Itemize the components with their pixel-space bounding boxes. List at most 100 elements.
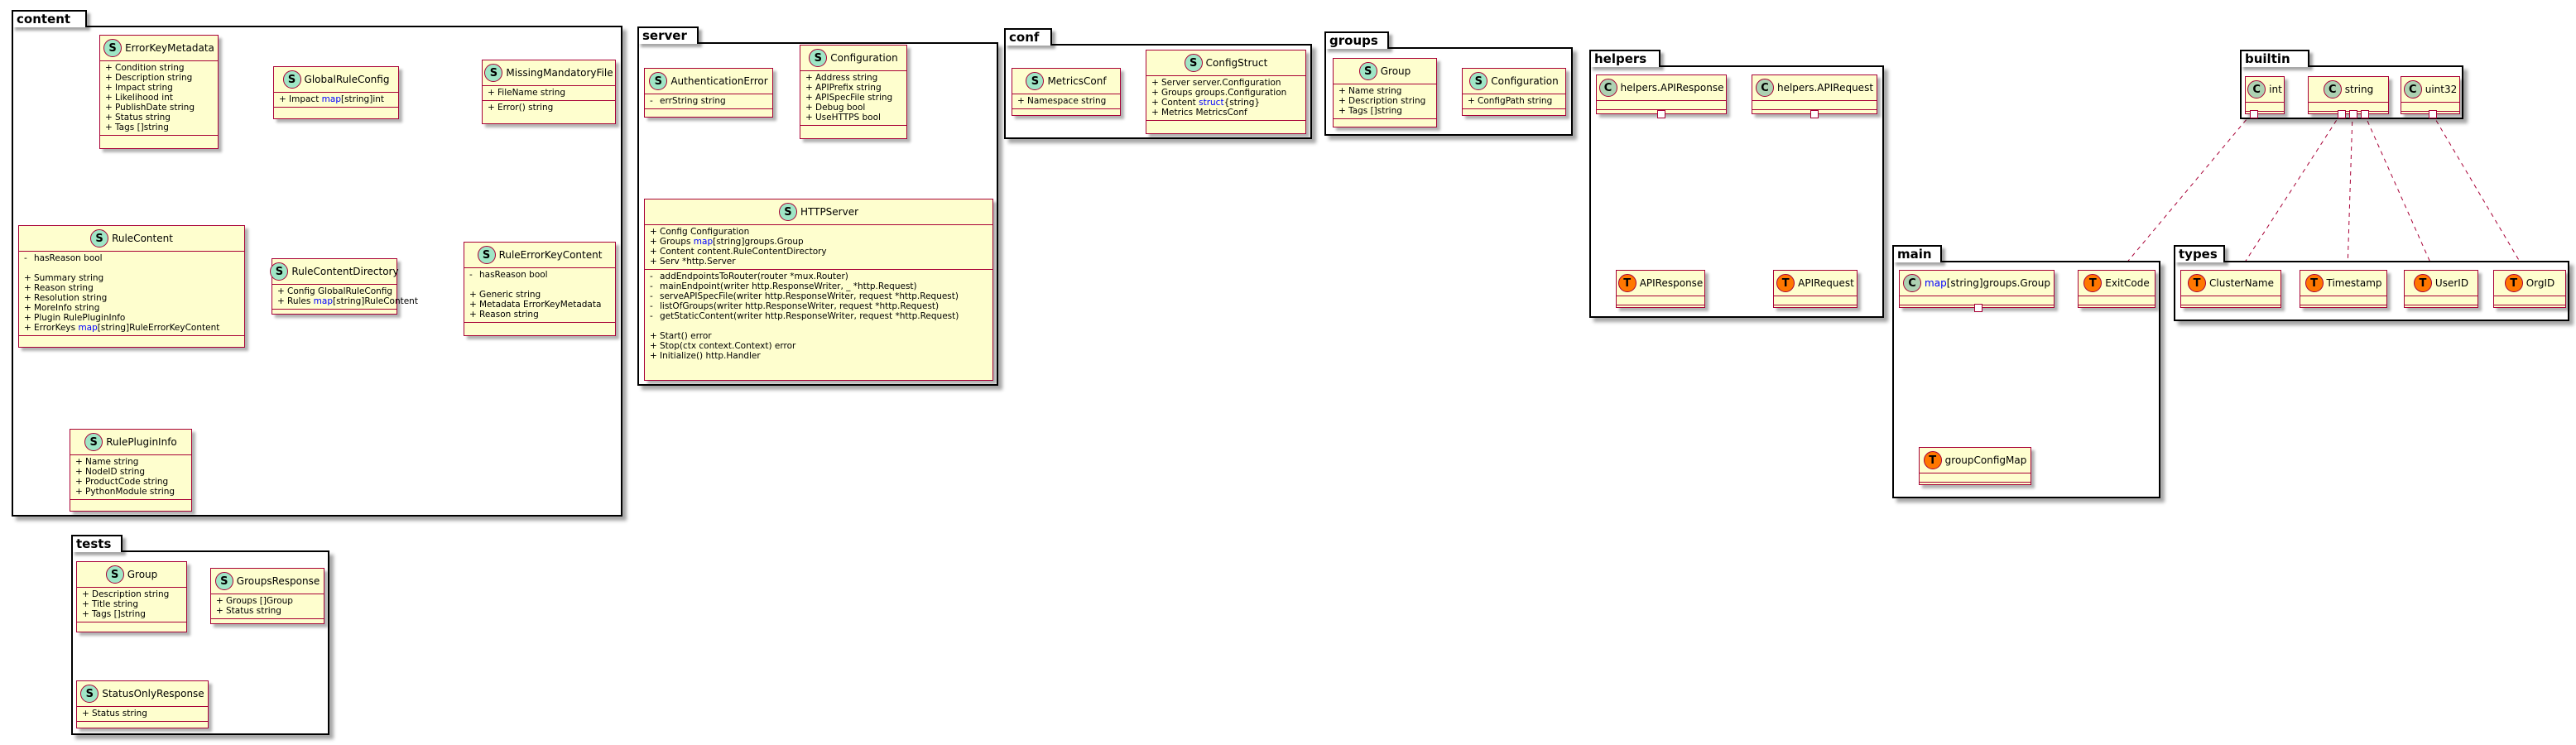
- dependency-line: [2431, 113, 2526, 271]
- type-badge-icon: T: [2083, 274, 2103, 292]
- member-text: Debug bool: [815, 103, 866, 113]
- visibility-marker: +: [216, 606, 223, 616]
- fields-section: +Condition string+Description string+Imp…: [100, 60, 218, 135]
- visibility-marker: +: [805, 93, 813, 103]
- member-text: Stop(ctx context.Context) error: [660, 341, 796, 351]
- member-row: -listOfGroups(writer http.ResponseWriter…: [650, 301, 988, 311]
- visibility-marker: +: [82, 609, 89, 619]
- visibility-marker: -: [650, 281, 653, 291]
- visibility-marker: +: [75, 477, 83, 487]
- member-row: +ProductCode string: [75, 477, 186, 487]
- member-text: Config Configuration: [660, 227, 750, 237]
- methods-section: [77, 721, 208, 730]
- methods-section: [2079, 305, 2155, 314]
- methods-section: [1012, 108, 1120, 118]
- struct-badge-icon: S: [80, 685, 99, 703]
- visibility-marker: +: [1338, 96, 1346, 106]
- fields-section: +FileName string: [483, 85, 615, 100]
- member-text: Likelihood int: [115, 93, 173, 103]
- methods-section: [1774, 305, 1857, 314]
- member-row: +Reason string: [24, 283, 239, 293]
- member-text: mainEndpoint(writer http.ResponseWriter,…: [660, 281, 917, 291]
- member-text: APISpecFile string: [815, 93, 893, 103]
- member-type: [string]RuleContent: [333, 296, 418, 306]
- member-text: Name string: [1348, 86, 1402, 96]
- struct-badge-icon: S: [1184, 54, 1203, 72]
- visibility-marker: +: [469, 290, 477, 300]
- visibility-marker: -: [650, 96, 653, 106]
- visibility-marker: +: [805, 73, 813, 83]
- class-name: int: [2269, 84, 2282, 95]
- methods-section: [2181, 305, 2280, 314]
- methods-section: +Error() string: [483, 100, 615, 115]
- connector-port: [1657, 110, 1665, 118]
- member-row: -hasReason bool: [24, 253, 239, 263]
- fields-section: [2401, 102, 2459, 111]
- member-name: Groups: [660, 237, 694, 247]
- member-row: -mainEndpoint(writer http.ResponseWriter…: [650, 281, 988, 291]
- visibility-marker: +: [105, 83, 113, 93]
- fields-section: [1597, 100, 1726, 109]
- fields-section: +Name string+NodeID string+ProductCode s…: [70, 454, 191, 499]
- member-row: +Serv *http.Server: [650, 257, 988, 267]
- member-spacer: [650, 321, 988, 331]
- member-text: Initialize() http.Handler: [660, 351, 761, 361]
- member-name: Impact: [289, 94, 322, 104]
- member-text: Name string: [85, 457, 139, 467]
- fields-section: -hasReason bool+Summary string+Reason st…: [19, 251, 244, 335]
- struct-badge-icon: S: [1026, 72, 1045, 90]
- class-name-keyword: map: [1925, 277, 1947, 289]
- member-type: [string]RuleErrorKeyContent: [97, 323, 220, 333]
- class-name: ConfigStruct: [1205, 57, 1268, 69]
- visibility-marker: +: [277, 286, 285, 296]
- connector-port: [2361, 110, 2369, 118]
- member-row: +Content struct{string}: [1151, 98, 1300, 108]
- class-name: AuthenticationError: [670, 75, 768, 87]
- package-label: groups: [1324, 31, 1389, 49]
- visibility-marker: +: [24, 313, 31, 323]
- class-badge-icon: C: [2247, 80, 2266, 99]
- connector-port: [1810, 110, 1819, 118]
- fields-section: [2181, 296, 2280, 305]
- methods-section: [272, 309, 396, 318]
